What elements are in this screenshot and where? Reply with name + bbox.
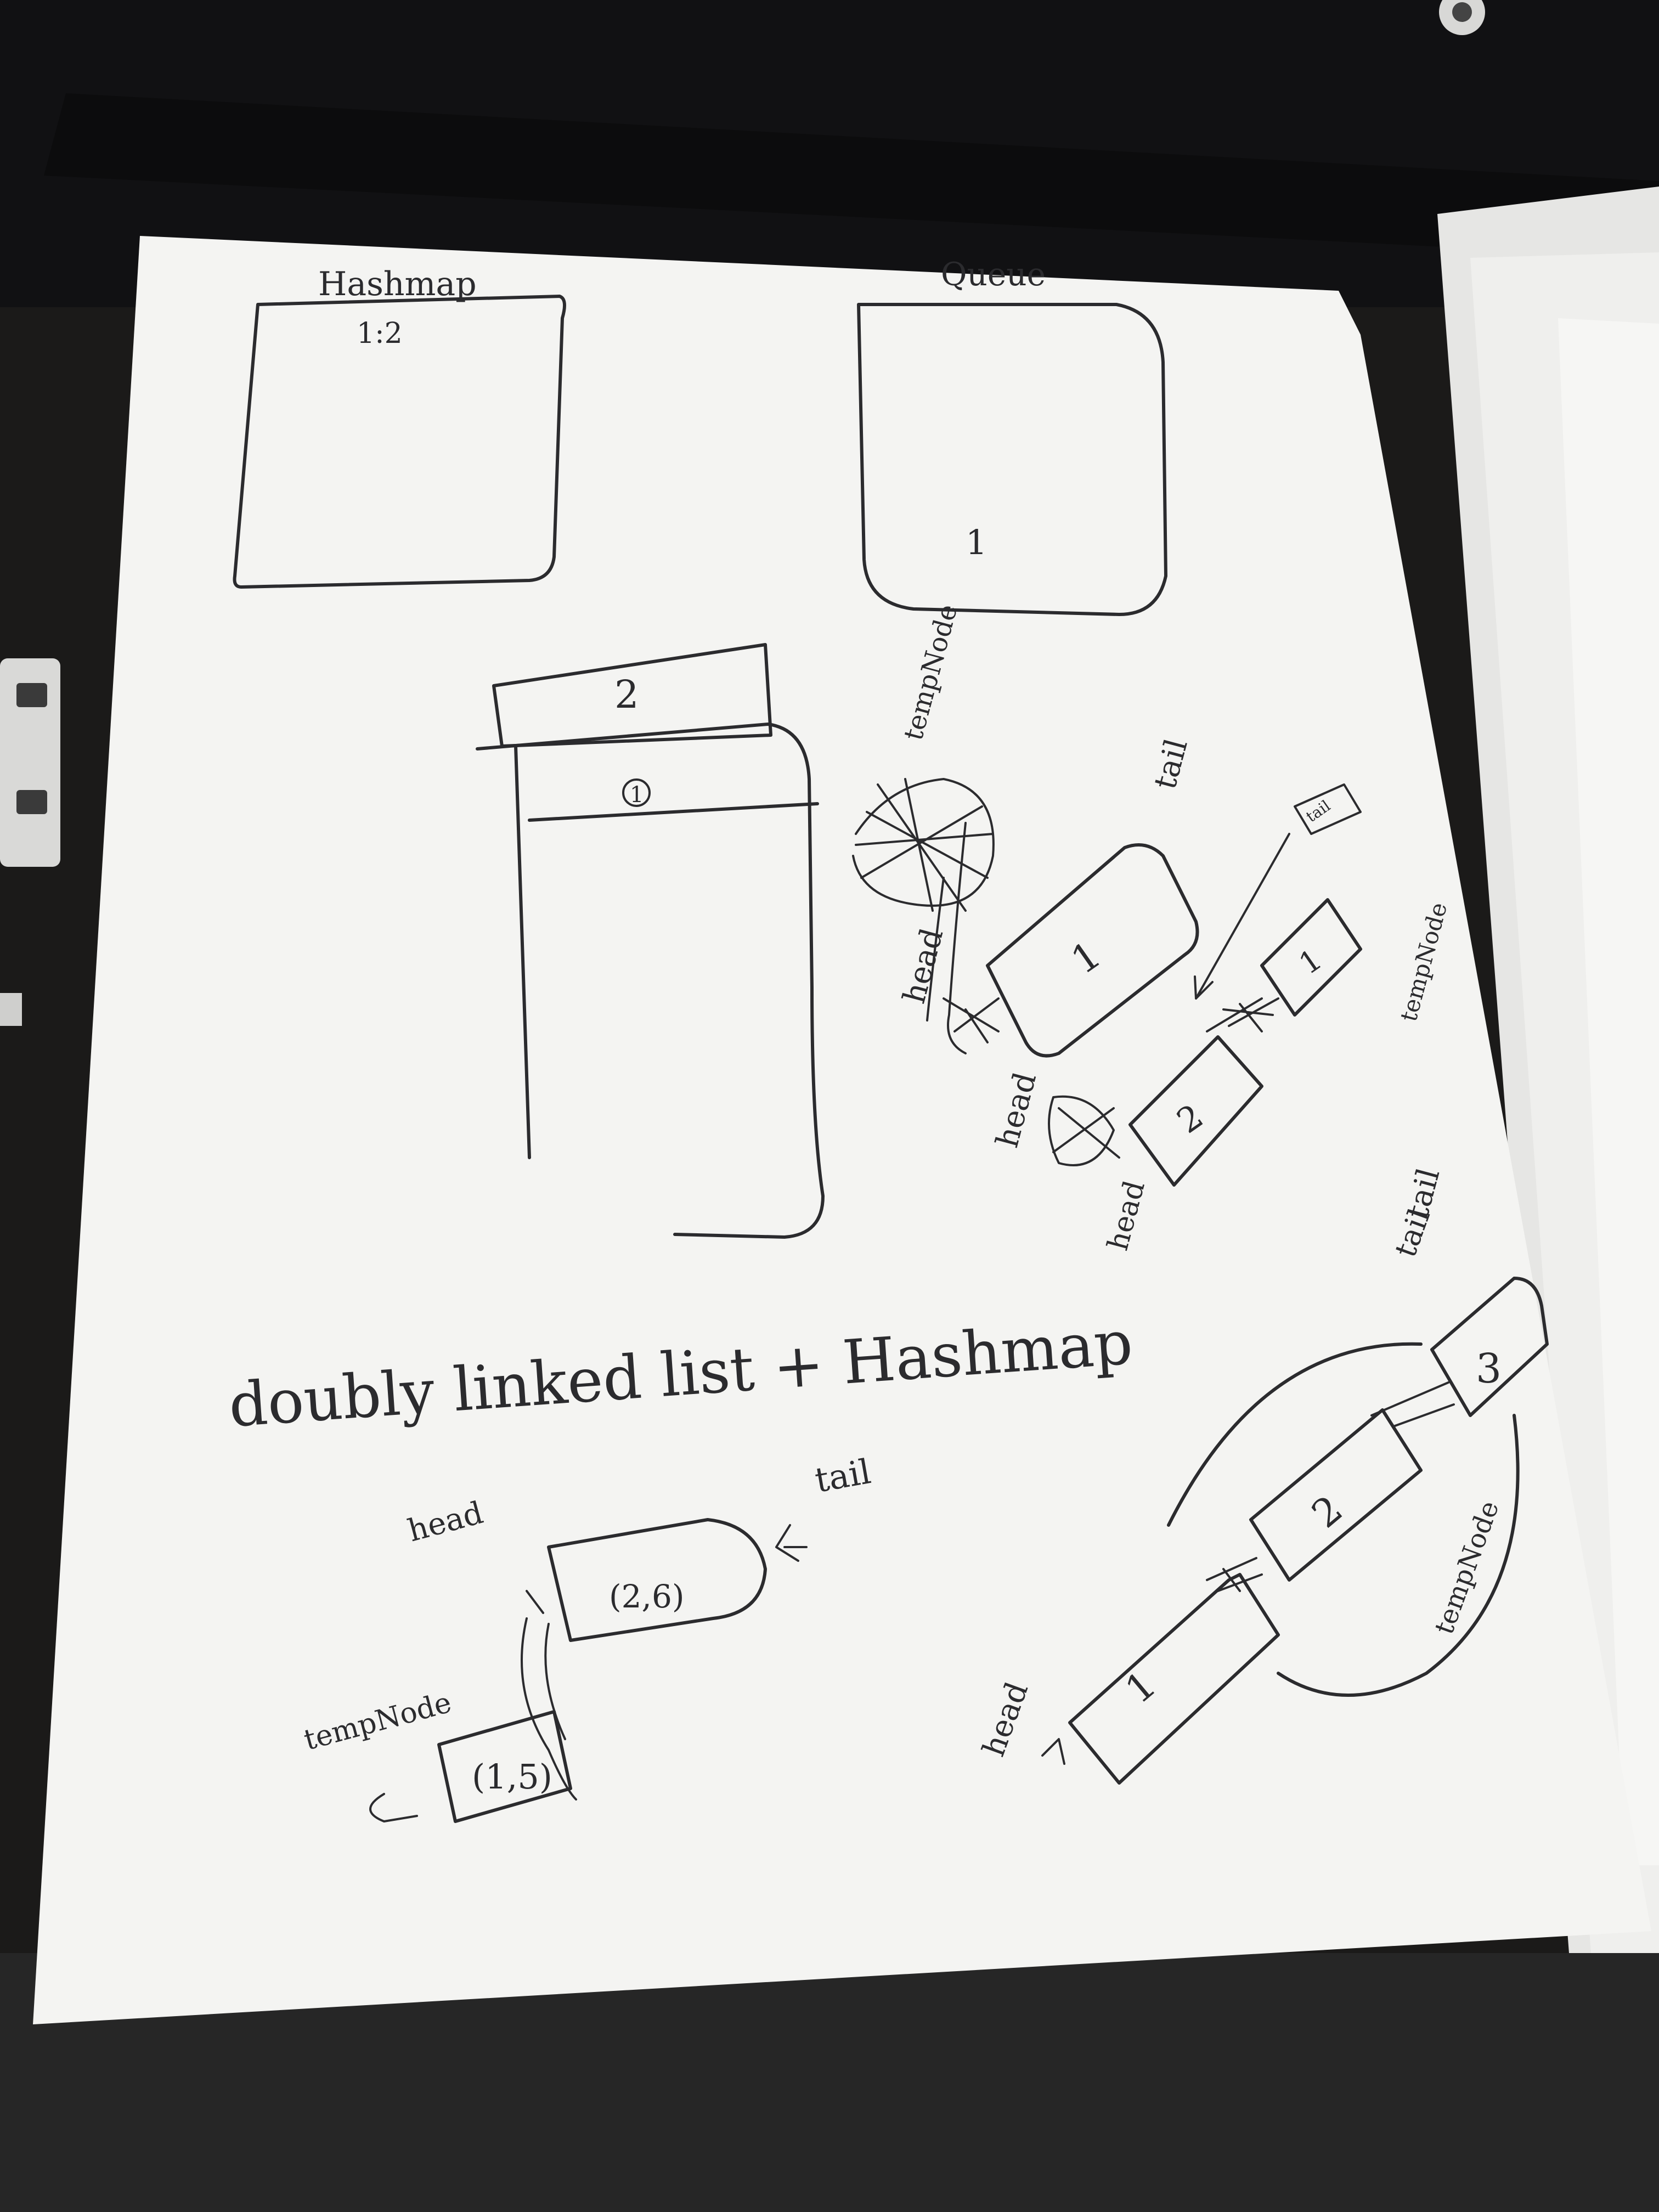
arrow-tail-to-node (1194, 833, 1290, 1000)
bottom-left-tail-arrow (775, 1524, 808, 1562)
bottom-left-node-top (547, 1518, 767, 1642)
hashmap-box-outline (233, 295, 566, 589)
device-clip (0, 993, 22, 1026)
stack-divider (528, 802, 819, 822)
stack-body-right (476, 723, 825, 1239)
knob-center (1452, 2, 1472, 22)
scribble-1 (852, 778, 995, 912)
bottom-left-node-bottom (437, 1710, 572, 1823)
middle-node-1 (986, 843, 1199, 1058)
circled-marker (622, 778, 651, 807)
scribble-connector (926, 822, 967, 1054)
link-node2-node3 (1206, 997, 1263, 1032)
hashmap-title: Hashmap (318, 265, 477, 303)
bottom-right-node-3-value: 3 (1476, 1345, 1502, 1392)
frame-bar (44, 93, 1659, 258)
bottom-left-node-top-value: (2,6) (609, 1578, 685, 1615)
bottom-right-link-1 (1206, 1557, 1263, 1592)
scribble-3 (943, 997, 1000, 1043)
stack-top-box (492, 643, 772, 748)
scribble-2 (1048, 1095, 1120, 1166)
paper-stack-top-sheet (1558, 318, 1659, 1865)
hashmap-box: Hashmap 1:2 (233, 265, 566, 589)
bottom-right-link-2 (1370, 1381, 1455, 1427)
stack-body-left (514, 744, 531, 1159)
bottom-right-arc-top (1167, 1342, 1423, 1527)
bottom-left-links (521, 1590, 577, 1801)
stack-circled-value: 1 (630, 782, 644, 808)
queue-value: 1 (966, 522, 987, 562)
queue-stack: 2 1 (476, 643, 825, 1239)
middle-node-2 (1128, 1035, 1263, 1187)
bottom-right-arc-bottom (1277, 1414, 1520, 1697)
device-panel (0, 658, 60, 867)
tail-small-box (1294, 783, 1362, 835)
bottom-left-node-bottom-value: (1,5) (472, 1757, 552, 1797)
device-icon-2 (16, 790, 47, 814)
bottom-left-label-tail: tail (812, 1451, 874, 1500)
bottom-right-head-arrow (1041, 1738, 1065, 1765)
scribble-link (1222, 997, 1279, 1032)
queue-box-outline (857, 303, 1167, 616)
device-icon (16, 683, 47, 707)
bottom-right-node-1 (1068, 1573, 1280, 1785)
queue-title: Queue (941, 256, 1046, 293)
hashmap-entry: 1:2 (357, 317, 403, 350)
stack-top-value: 2 (614, 672, 639, 717)
paper-sheet (33, 236, 1651, 2024)
bottom-right-node-3 (1430, 1277, 1549, 1417)
queue-box: Queue 1 (857, 256, 1167, 616)
middle-node-3 (1260, 898, 1362, 1017)
bottom-left-temp-arrow (369, 1793, 418, 1822)
bottom-right-node-2 (1249, 1408, 1423, 1582)
